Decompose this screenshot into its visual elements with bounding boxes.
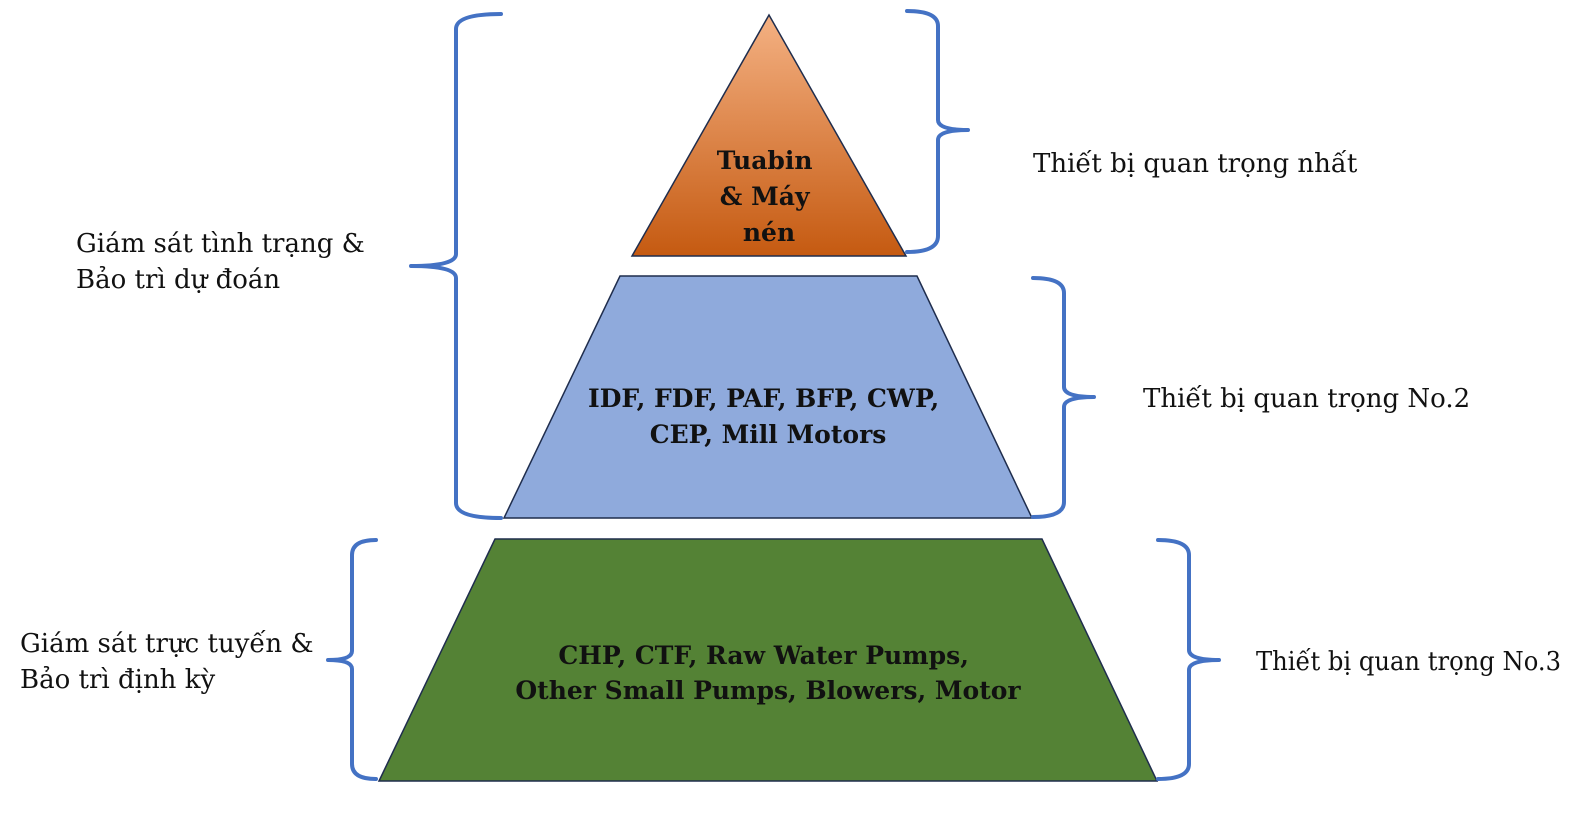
brace-right-bottom	[1156, 538, 1221, 781]
brace-left-upper	[409, 12, 503, 520]
brace-right-middle	[1031, 276, 1096, 519]
tier-bottom-label: CHP, CTF, Raw Water Pumps, Other Small P…	[515, 641, 1021, 705]
left-label-lower-line: Bảo trì định kỳ	[20, 665, 215, 695]
tier-bottom-label-line: CHP, CTF, Raw Water Pumps,	[558, 641, 969, 670]
left-label-upper: Giám sát tình trạng & Bảo trì dự đoán	[76, 229, 373, 295]
tier-top-label-line: Tuabin	[717, 146, 813, 175]
left-label-lower: Giám sát trực tuyến & Bảo trì định kỳ	[20, 629, 322, 695]
tier-top-label-line: nén	[743, 218, 795, 247]
right-label-bottom: Thiết bị quan trọng No.3	[1256, 647, 1561, 677]
left-label-lower-line: Giám sát trực tuyến &	[20, 629, 314, 659]
right-label-top: Thiết bị quan trọng nhất	[1033, 149, 1358, 179]
brace-left-lower	[326, 538, 378, 781]
left-label-upper-line: Bảo trì dự đoán	[76, 265, 280, 295]
tier-top-label-line: & Máy	[720, 182, 811, 211]
tier-bottom-label-line: Other Small Pumps, Blowers, Motor	[515, 676, 1021, 705]
tier-top-triangle	[630, 13, 908, 257]
tier-middle-label-line: CEP, Mill Motors	[650, 420, 887, 449]
tier-top-label: Tuabin & Máy nén	[717, 146, 822, 247]
tier-bottom-trapezoid	[377, 538, 1159, 782]
brace-right-top	[905, 9, 970, 254]
tier-middle-label-line: IDF, FDF, PAF, BFP, CWP,	[588, 384, 939, 413]
right-label-middle: Thiết bị quan trọng No.2	[1143, 384, 1470, 414]
tier-middle-label: IDF, FDF, PAF, BFP, CWP, CEP, Mill Motor…	[588, 384, 948, 449]
left-label-upper-line: Giám sát tình trạng &	[76, 229, 365, 259]
